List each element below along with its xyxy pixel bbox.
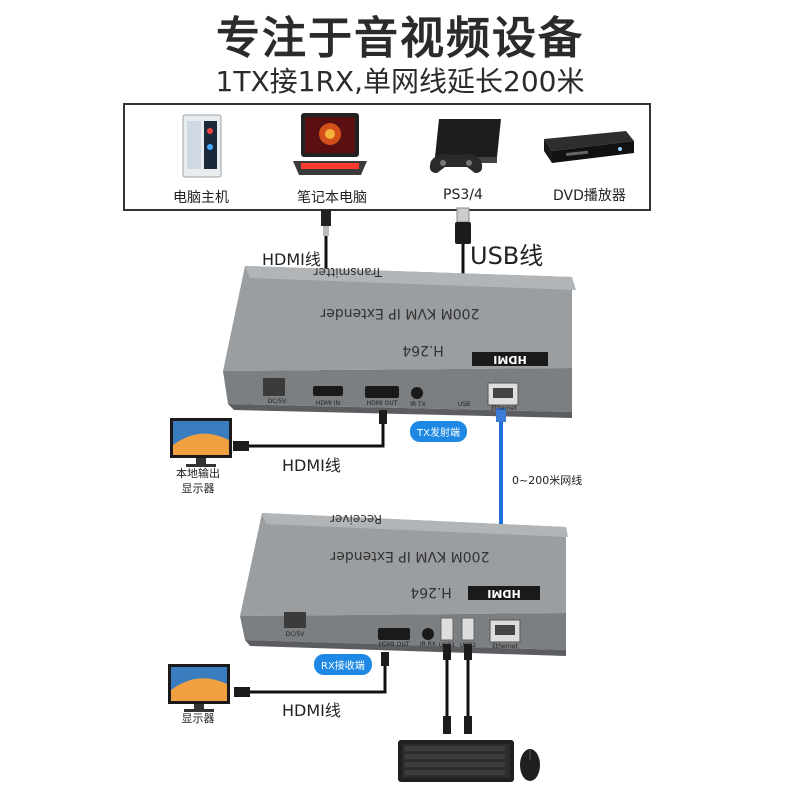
tx-port-label-usb: USB — [457, 401, 471, 408]
laptop-icon — [293, 113, 367, 175]
desktop-pc-icon — [182, 114, 222, 178]
tx-brand-text: HDMI — [493, 353, 527, 366]
source-label-desktop: 电脑主机 — [173, 190, 229, 206]
tx-hdmi-out-port — [365, 386, 399, 398]
source-label-dvd: DVD播放器 — [553, 188, 626, 204]
rx-port-label-usb1: USB1 — [438, 642, 456, 649]
rx-top-name: Receiver — [330, 512, 382, 526]
rx-top-model: 200M KVM IP Extender — [330, 548, 490, 564]
rx-hdmi-logo — [468, 586, 540, 600]
tx-badge: TX发射端 — [410, 421, 467, 442]
tx-port-label-ir: IR TX — [410, 401, 426, 408]
tx-top-codec: H.264 — [402, 342, 444, 358]
rx-badge: RX接收端 — [314, 654, 372, 675]
hdmi-rx-cable — [234, 652, 389, 697]
source-label-console: PS3/4 — [443, 187, 483, 203]
hdmi-local-cable — [233, 410, 387, 451]
page-subtitle: 1TX接1RX,单网线延长200米 — [215, 65, 585, 98]
source-label-laptop: 笔记本电脑 — [297, 190, 367, 206]
tx-ir-port — [411, 387, 423, 399]
tx-dc-port — [263, 378, 285, 396]
tx-port-label-hdmi-out: HDMI OUT — [366, 400, 398, 407]
local-display-icon — [170, 418, 232, 467]
hdmi-input-cable-label: HDMI线 — [262, 250, 321, 269]
local-display-label-line2: 显示器 — [181, 482, 215, 495]
local-display-label-line1: 本地输出 — [176, 467, 220, 480]
hdmi-local-cable-label: HDMI线 — [282, 456, 341, 475]
rx-usb2-port — [461, 617, 475, 641]
rx-port-label-hdmi-out: HDMI OUT — [378, 641, 410, 648]
tx-hdmi-logo — [472, 352, 548, 366]
hdmi-rx-cable-label: HDMI线 — [282, 701, 341, 720]
rx-hdmi-out-port — [378, 628, 410, 640]
mouse-icon — [520, 749, 540, 781]
rx-usb1-port — [440, 617, 454, 641]
tx-top-model: 200M KVM IP Extender — [320, 305, 480, 321]
rx-brand-text: HDMI — [487, 587, 521, 600]
remote-display-label: 显示器 — [181, 712, 215, 725]
tx-port-label-hdmi-in: HDMI IN — [315, 400, 341, 407]
usb-cable-label: USB线 — [470, 242, 544, 270]
rx-ir-port — [422, 628, 434, 640]
rx-dc-port — [284, 612, 306, 628]
rx-port-label-ethernet: Ethernet — [492, 643, 518, 650]
page-title: 专注于音视频设备 — [216, 13, 584, 64]
rx-port-label-dc: DC/5V — [285, 631, 305, 638]
keyboard-icon — [398, 740, 514, 782]
tx-port-label-ethernet: Ethernet — [491, 405, 517, 412]
rx-port-label-ir: IR RX — [419, 641, 437, 648]
usb-peripheral-cables — [443, 644, 472, 734]
sources-panel: 电脑主机 笔记本电脑 PS3/4 DVD播放器 — [123, 103, 651, 211]
rx-port-label-usb2: USB2 — [459, 642, 477, 649]
game-console-icon — [429, 119, 501, 173]
local-display-label: 本地输出 显示器 — [160, 466, 236, 496]
rx-top-codec: H.264 — [410, 584, 452, 600]
tx-hdmi-in-port — [313, 386, 343, 396]
tx-port-label-dc: DC/5V — [267, 398, 287, 405]
network-cable-label: 0~200米网线 — [512, 474, 583, 487]
remote-display-icon — [168, 664, 230, 712]
dvd-player-icon — [544, 131, 634, 163]
transmitter-device — [223, 266, 576, 418]
